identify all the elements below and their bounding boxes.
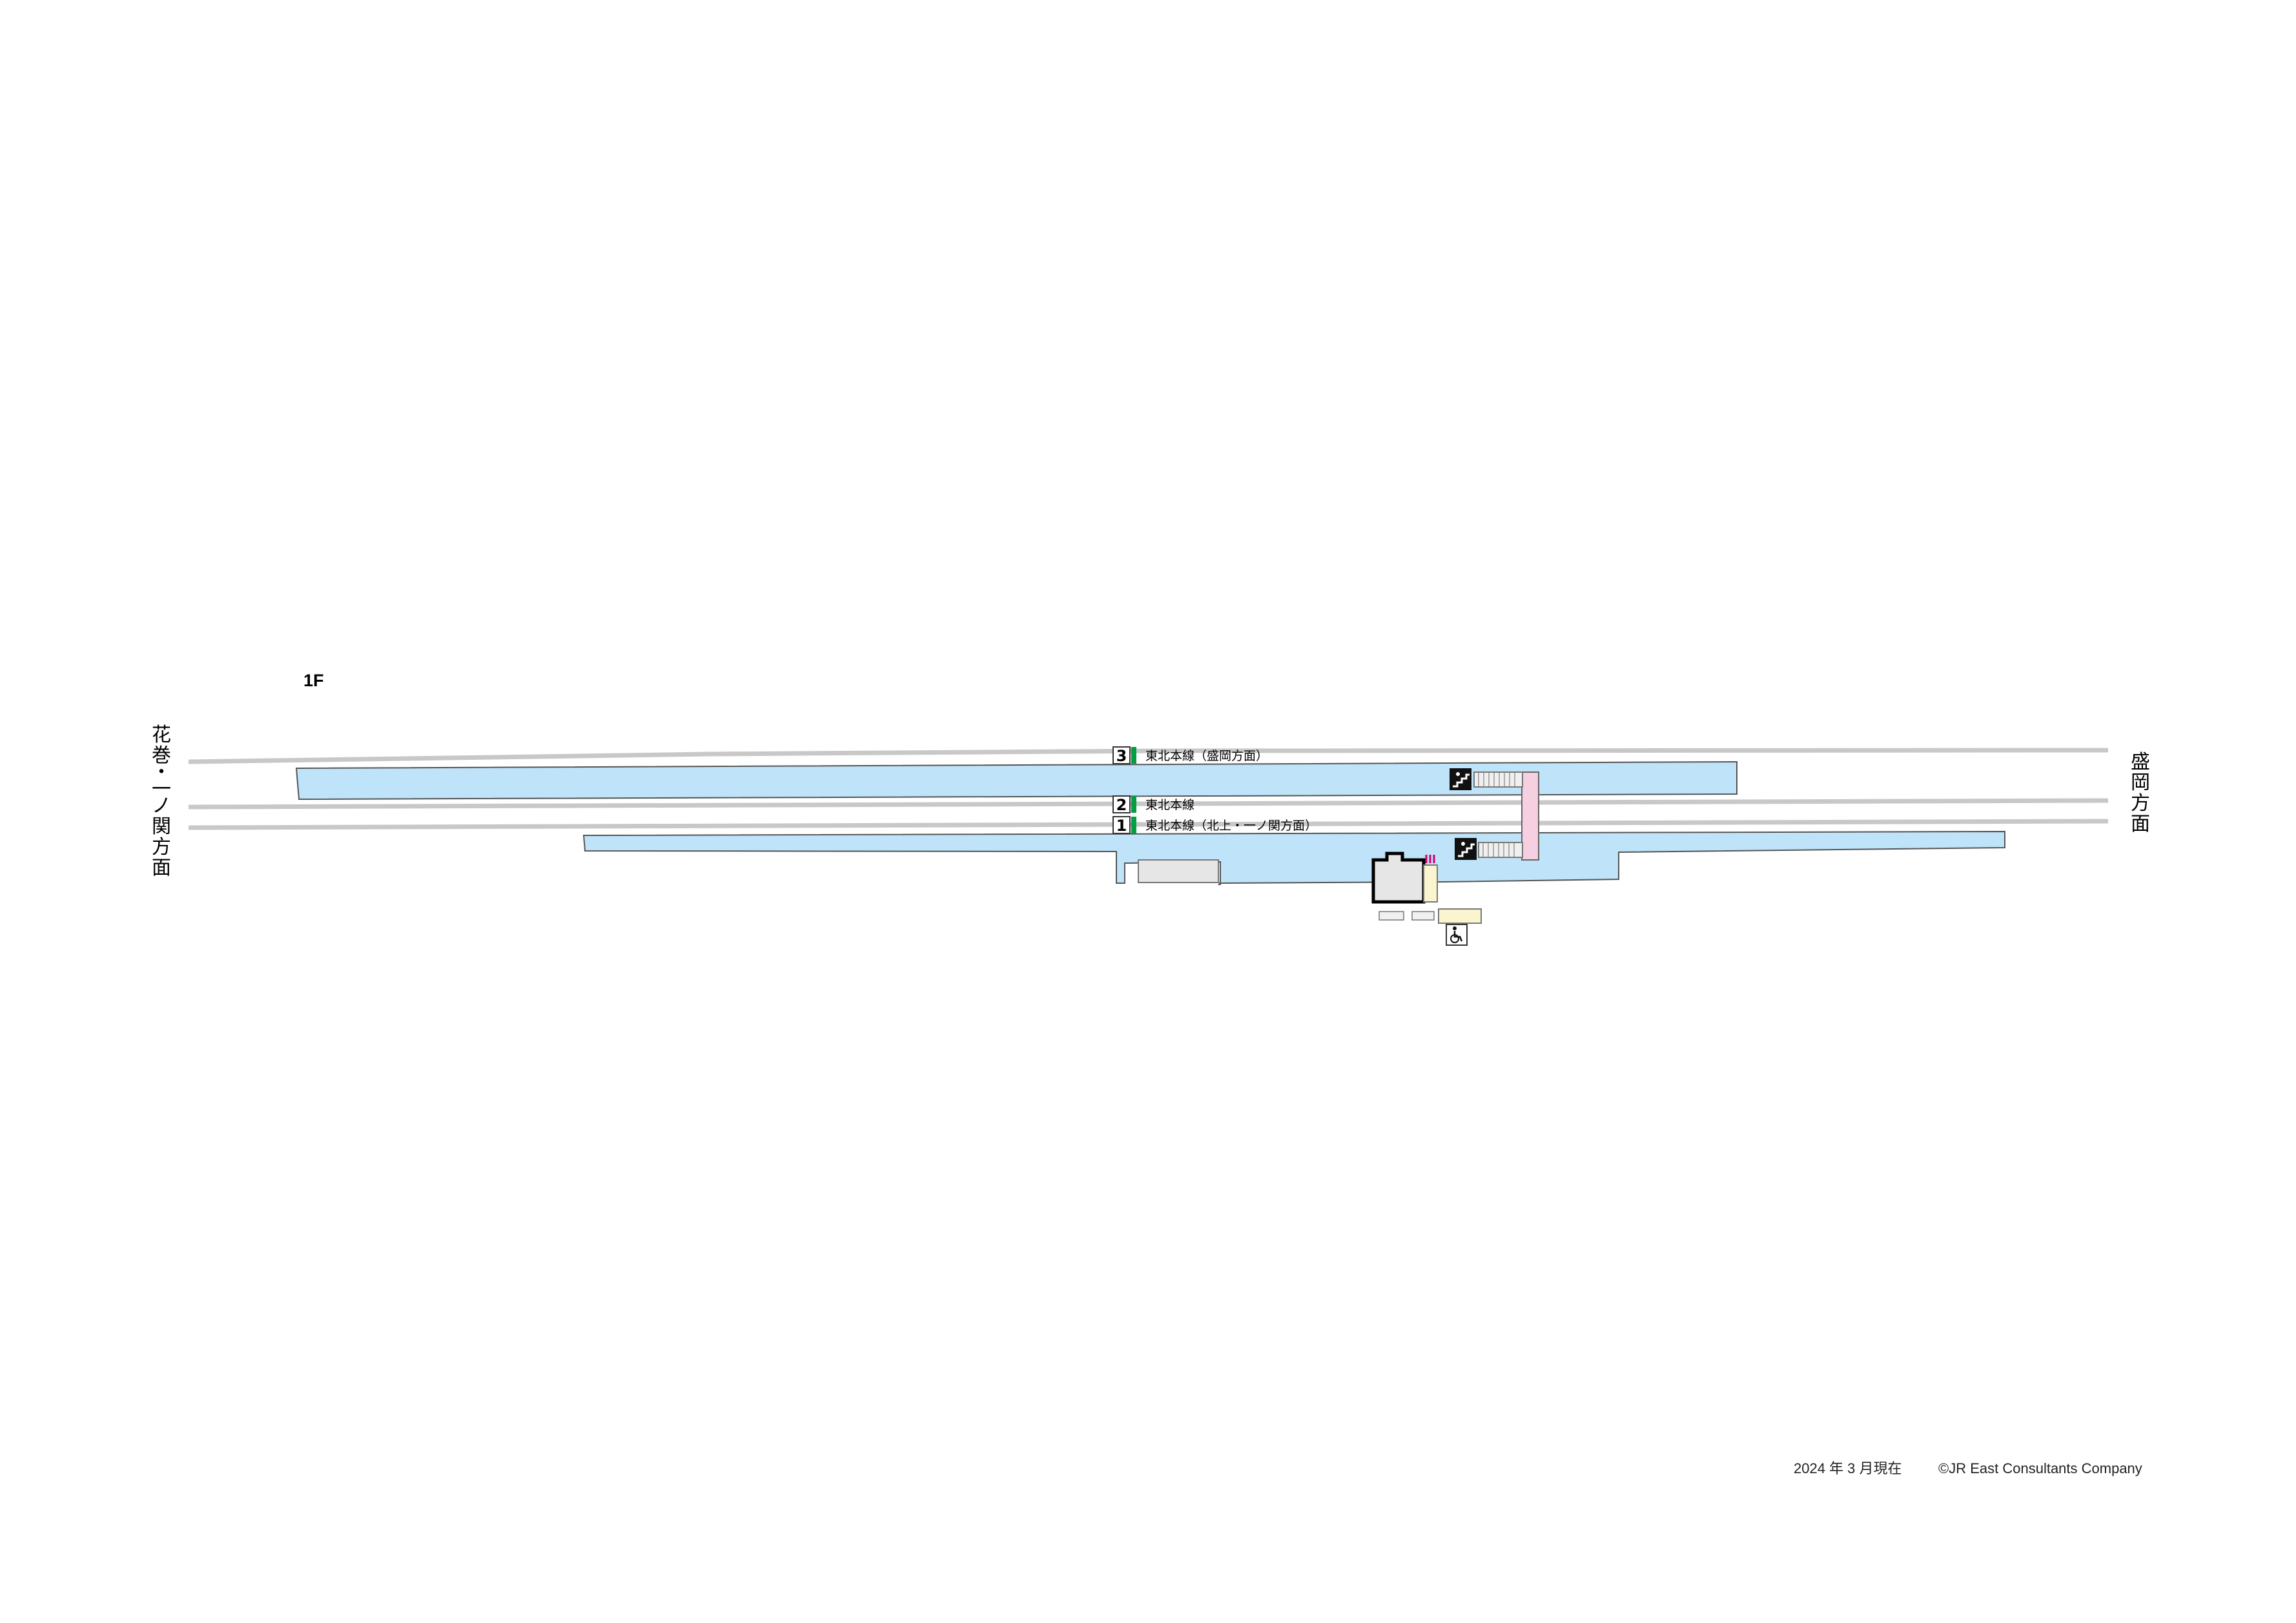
- wheelchair-accessible-icon: [1446, 924, 1468, 946]
- platforms: [295, 760, 2005, 885]
- direction-west: 花 巻 ・ 一 ノ 関 方 面: [152, 724, 171, 879]
- svg-text:方: 方: [2131, 792, 2150, 815]
- svg-text:巻: 巻: [152, 744, 171, 767]
- svg-text:ノ: ノ: [152, 795, 171, 817]
- stairs-icon: [1450, 768, 1471, 790]
- track-1-line-label: 東北本線（北上・一ノ関方面）: [1145, 819, 1317, 833]
- track-marker-2: 2 東北本線: [1112, 795, 1194, 814]
- footbridge: [1473, 771, 1539, 861]
- station-building-outline: [1371, 852, 1426, 904]
- svg-text:関: 関: [152, 815, 171, 838]
- platform-side: [582, 830, 2005, 885]
- svg-text:花: 花: [152, 724, 171, 746]
- platform-island: [295, 760, 1737, 801]
- entrance-step-left: [1379, 911, 1404, 921]
- stairs-icon: [1455, 838, 1477, 860]
- entrance-step-right: [1411, 911, 1435, 921]
- track-2: [188, 798, 2109, 810]
- footer-copyright: ©JR East Consultants Company: [1938, 1460, 2142, 1476]
- direction-east: 盛 岡 方 面: [2131, 751, 2150, 835]
- platform-building: [1138, 859, 1219, 883]
- svg-text:面: 面: [2131, 813, 2150, 835]
- track-number-3: 3: [1116, 747, 1127, 765]
- concourse-extension: [1438, 908, 1482, 924]
- svg-text:盛: 盛: [2131, 751, 2150, 773]
- track-2-line-label: 東北本線: [1145, 798, 1194, 812]
- ticket-gates: [1425, 855, 1435, 863]
- footbridge-corridor: [1521, 771, 1539, 861]
- svg-text:岡: 岡: [2131, 771, 2150, 794]
- track-3: [188, 748, 2109, 764]
- stairs-lower: [1478, 842, 1523, 858]
- svg-text:方: 方: [152, 836, 171, 859]
- svg-text:面: 面: [152, 857, 171, 879]
- station-building: [1371, 852, 1482, 924]
- floor-label: 1F: [303, 671, 324, 690]
- tracks: [188, 748, 2109, 830]
- concourse: [1423, 864, 1438, 903]
- track-marker-1: 1 東北本線（北上・一ノ関方面）: [1112, 816, 1317, 835]
- track-number-1: 1: [1116, 817, 1127, 835]
- track-1: [188, 819, 2109, 830]
- footer-date: 2024 年 3 月現在: [1794, 1460, 1902, 1476]
- stairs-upper: [1473, 771, 1523, 788]
- track-3-line-label: 東北本線（盛岡方面）: [1145, 749, 1268, 763]
- track-number-2: 2: [1116, 796, 1127, 814]
- svg-text:・: ・: [152, 761, 171, 784]
- track-marker-3: 3 東北本線（盛岡方面）: [1112, 746, 1268, 765]
- svg-text:一: 一: [152, 778, 171, 801]
